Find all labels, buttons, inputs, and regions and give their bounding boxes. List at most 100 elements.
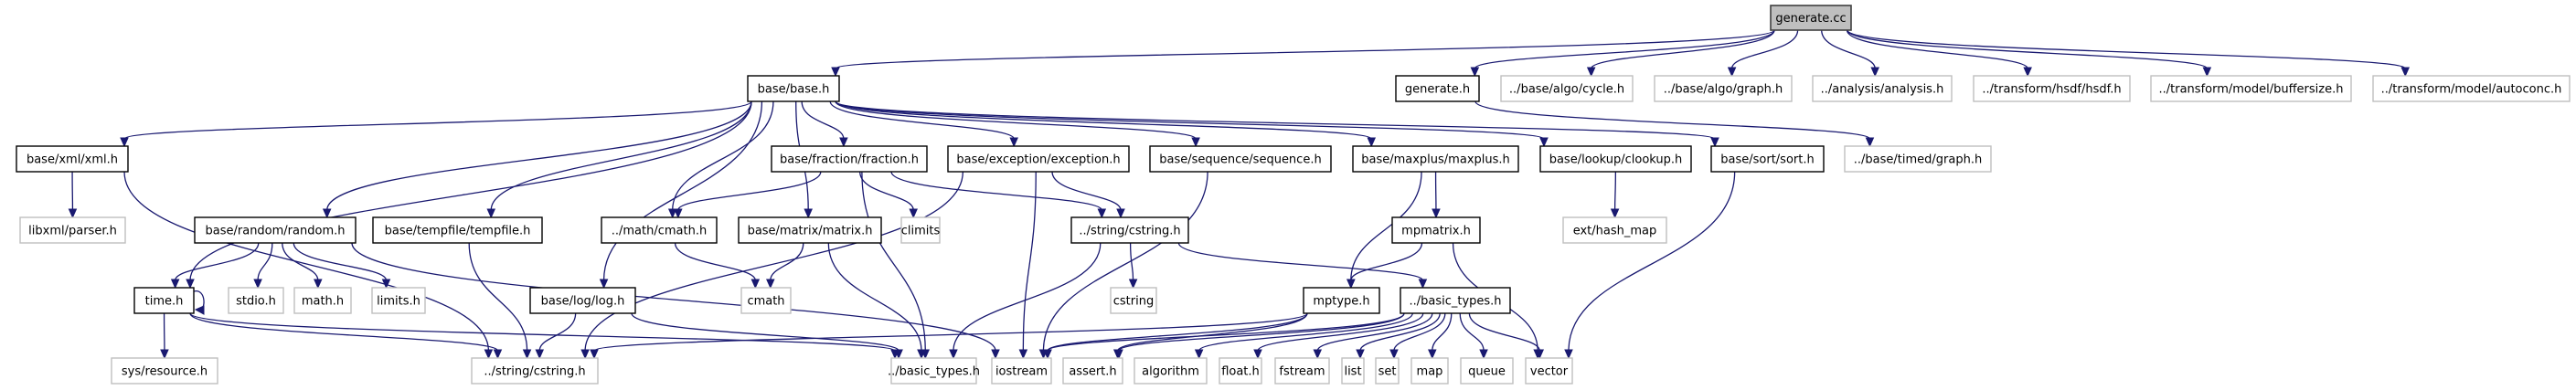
node-label: ../math/cmath.h: [612, 225, 707, 238]
arrowhead-icon: [1479, 349, 1488, 360]
edge-tempfile_h-to-string_cstring_h2: [468, 242, 532, 360]
node-box: [738, 216, 882, 244]
node-log-h[interactable]: base/log/log.h: [529, 287, 636, 314]
node-xml-h[interactable]: base/xml/xml.h: [16, 145, 129, 173]
node-climits: climits: [900, 216, 941, 244]
node-time-h[interactable]: time.h: [133, 287, 195, 314]
node-box: [1770, 5, 1852, 31]
node-box: [111, 357, 218, 385]
edge-base_h-to-exception_h: [829, 100, 1018, 148]
edge-basic_types_h-to-float_h: [1253, 312, 1424, 360]
node-box: [2150, 75, 2352, 102]
edge-base_h-to-xml_h: [120, 100, 752, 148]
node-label: base/fraction/fraction.h: [780, 153, 919, 167]
edge-log_h-to-basic_types_h2: [631, 312, 903, 360]
node-label: limits.h: [377, 295, 420, 309]
arrowhead-icon: [766, 279, 775, 290]
arrowhead-icon: [1470, 67, 1480, 78]
node-box: [194, 216, 357, 244]
node-set: set: [1375, 357, 1400, 385]
node-string-cstring-h2: ../string/cstring.h: [471, 357, 599, 385]
node-box: [372, 216, 543, 244]
node-label: time.h: [145, 295, 184, 309]
node-box: [1341, 357, 1365, 385]
node-maxplus-h[interactable]: base/maxplus/maxplus.h: [1352, 145, 1519, 173]
node-box: [890, 357, 977, 385]
edge-base_h-to-time_h: [186, 100, 752, 290]
edge-clookup_h-to-ext_hash_map: [1610, 171, 1620, 219]
node-box: [1110, 287, 1157, 314]
node-box: [1395, 75, 1480, 102]
node-autoconc-h: ../transform/model/autoconc.h: [2372, 75, 2571, 102]
edge-matrix_h-to-basic_types_h2: [827, 242, 926, 360]
arrowhead-icon: [1194, 349, 1204, 360]
node-clookup-h[interactable]: base/lookup/clookup.h: [1539, 145, 1692, 173]
node-mpmatrix-h[interactable]: mpmatrix.h: [1391, 216, 1481, 244]
edge-base_h-to-tempfile_h: [486, 100, 752, 219]
node-matrix-h[interactable]: base/matrix/matrix.h: [738, 216, 882, 244]
node-fraction-h[interactable]: base/fraction/fraction.h: [771, 145, 928, 173]
node-limits-h: limits.h: [371, 287, 426, 314]
edge-fraction_h-to-math_cmath_h: [674, 171, 822, 219]
edge-random_h-to-stdio_h: [253, 242, 273, 290]
edge-basic_types_h-to-vector: [1468, 312, 1545, 360]
node-cycle-h: ../base/algo/cycle.h: [1500, 75, 1634, 102]
node-label: generate.cc: [1775, 12, 1846, 26]
arrowhead-icon: [484, 349, 494, 360]
arrowhead-icon: [1356, 349, 1365, 360]
node-sequence-h[interactable]: base/sequence/sequence.h: [1149, 145, 1332, 173]
edge-base_h-to-fraction_h: [801, 100, 848, 148]
node-label: assert.h: [1069, 365, 1116, 379]
node-box: [740, 287, 792, 314]
edge-matrix_h-to-cmath: [766, 242, 804, 290]
edge-basic_types_h-to-iostream: [1043, 312, 1405, 360]
node-box: [991, 357, 1052, 385]
node-mptype-h[interactable]: mptype.h: [1303, 287, 1380, 314]
edge-string_cstring_h-to-basic_types_h: [1177, 242, 1428, 290]
node-label: fstream: [1279, 365, 1325, 379]
arrowhead-icon: [1610, 208, 1620, 219]
arrowhead-icon: [674, 208, 683, 219]
node-label: ../base/algo/cycle.h: [1509, 83, 1624, 97]
node-label: ../analysis/analysis.h: [1821, 83, 1944, 97]
node-exception-h[interactable]: base/exception/exception.h: [947, 145, 1130, 173]
node-assert-h: assert.h: [1062, 357, 1123, 385]
arrowhead-icon: [1564, 349, 1573, 360]
arrowhead-icon: [991, 349, 1000, 360]
node-base-h[interactable]: base/base.h: [747, 75, 840, 102]
node-math-cmath-h[interactable]: ../math/cmath.h: [601, 216, 718, 244]
node-tempfile-h[interactable]: base/tempfile/tempfile.h: [372, 216, 543, 244]
arrowhead-icon: [1313, 349, 1323, 360]
arrowhead-icon: [750, 279, 761, 290]
edge-time_h-to-string_cstring_h2: [189, 312, 503, 360]
node-generate-h[interactable]: generate.h: [1395, 75, 1480, 102]
node-string-cstring-h[interactable]: ../string/cstring.h: [1070, 216, 1189, 244]
node-box: [1400, 287, 1511, 314]
node-box: [1303, 287, 1380, 314]
edge-base_h-to-clookup_h: [835, 100, 1549, 148]
node-box: [371, 287, 426, 314]
node-box: [19, 216, 126, 244]
node-box: [601, 216, 718, 244]
node-label: base/sort/sort.h: [1720, 153, 1814, 167]
edge-sort_h-to-vector: [1564, 171, 1736, 360]
node-label: ../string/cstring.h: [484, 365, 585, 379]
edge-generate_h-to-timed_graph_h: [1474, 100, 1875, 148]
node-basic-types-h[interactable]: ../basic_types.h: [1400, 287, 1511, 314]
arrowhead-icon: [1128, 279, 1138, 290]
node-box: [1391, 216, 1481, 244]
node-generate-cc[interactable]: generate.cc: [1770, 5, 1852, 31]
node-stdio-h: stdio.h: [228, 287, 284, 314]
arrowhead-icon: [1727, 67, 1737, 78]
node-box: [1274, 357, 1330, 385]
node-algorithm: algorithm: [1134, 357, 1208, 385]
edge-base_h-to-random_h: [322, 100, 752, 219]
edge-generate_cc-to-base_h: [831, 29, 1775, 78]
node-random-h[interactable]: base/random/random.h: [194, 216, 357, 244]
arrowhead-icon: [1535, 349, 1545, 360]
node-sort-h[interactable]: base/sort/sort.h: [1710, 145, 1825, 173]
node-sys-resource-h: sys/resource.h: [111, 357, 218, 385]
node-cstring: cstring: [1110, 287, 1157, 314]
node-box: [529, 287, 636, 314]
